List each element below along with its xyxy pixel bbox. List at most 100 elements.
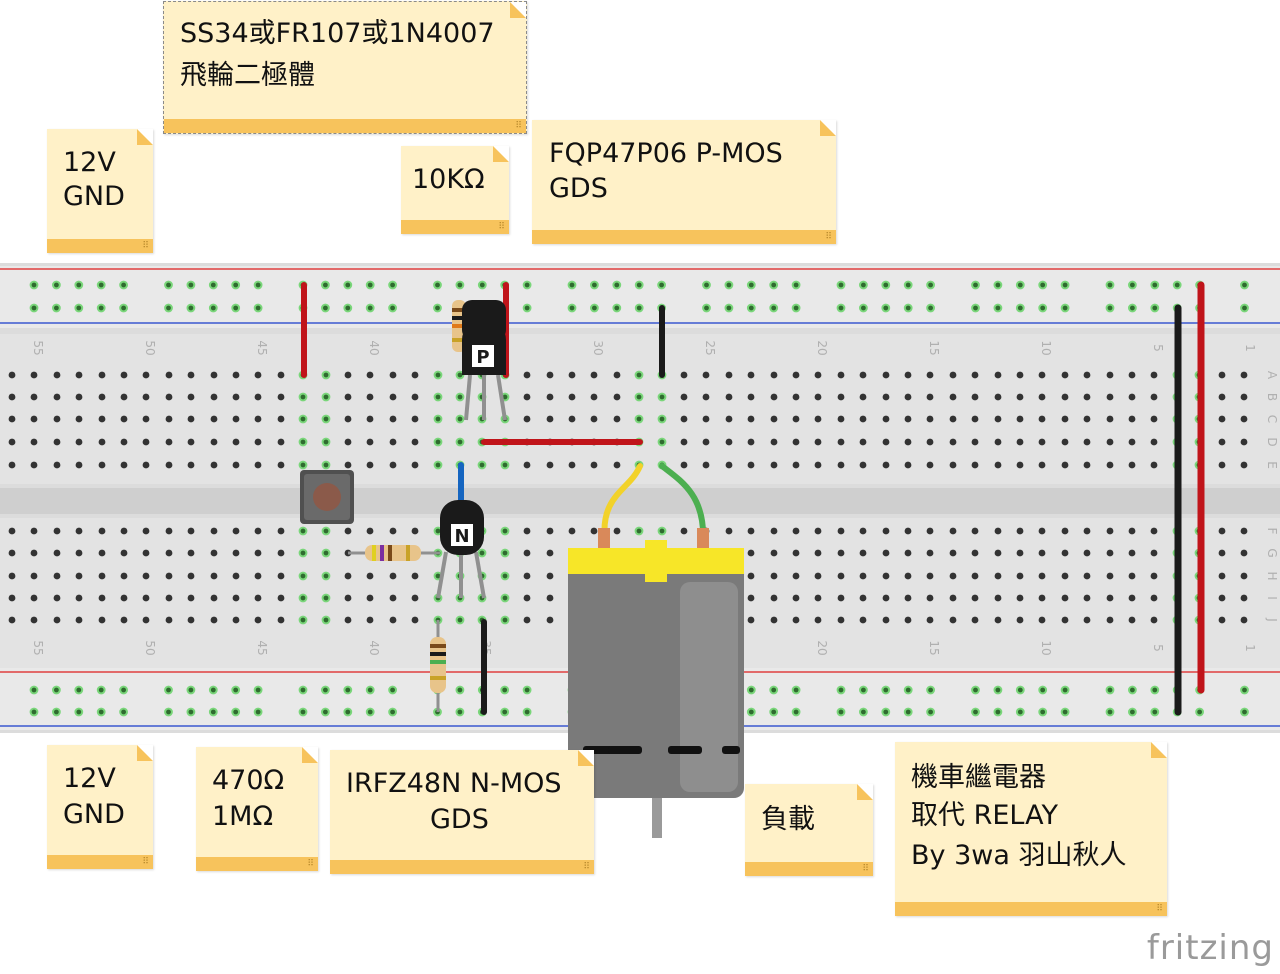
note-fold bbox=[137, 129, 153, 145]
breadboard-hole bbox=[657, 437, 667, 447]
breadboard-hole bbox=[926, 527, 934, 535]
breadboard-hole bbox=[926, 549, 934, 557]
breadboard-hole bbox=[1038, 393, 1046, 401]
breadboard-hole bbox=[837, 549, 845, 557]
note-resize-grip[interactable]: ⠿ bbox=[515, 121, 522, 131]
breadboard-hole bbox=[613, 393, 621, 401]
rail-hole bbox=[881, 280, 891, 290]
breadboard-hole bbox=[98, 371, 106, 379]
breadboard-hole bbox=[75, 572, 83, 580]
note-resize-grip[interactable]: ⠿ bbox=[142, 857, 149, 867]
breadboard-hole bbox=[187, 527, 195, 535]
breadboard-hole bbox=[814, 527, 822, 535]
breadboard-hole bbox=[165, 572, 173, 580]
note-resize-grip[interactable]: ⠿ bbox=[583, 862, 590, 872]
breadboard-hole bbox=[411, 461, 419, 469]
rail-hole bbox=[321, 707, 330, 717]
breadboard-hole bbox=[30, 461, 38, 469]
breadboard-hole bbox=[120, 527, 128, 535]
rail-hole bbox=[96, 707, 106, 717]
breadboard-hole bbox=[1240, 461, 1248, 469]
rail-hole bbox=[971, 685, 980, 695]
rail-hole bbox=[791, 685, 801, 695]
rail-hole bbox=[1195, 707, 1204, 717]
row-letter: F bbox=[1265, 528, 1279, 535]
breadboard-hole bbox=[613, 415, 621, 423]
breadboard-hole bbox=[8, 616, 16, 624]
breadboard-hole bbox=[187, 438, 195, 446]
breadboard-hole bbox=[254, 594, 262, 602]
breadboard-hole bbox=[298, 392, 308, 402]
note-resize-grip[interactable]: ⠿ bbox=[498, 222, 505, 232]
breadboard-hole bbox=[232, 594, 240, 602]
breadboard-hole bbox=[904, 527, 912, 535]
rail-hole bbox=[769, 303, 779, 313]
breadboard-hole bbox=[1106, 461, 1114, 469]
breadboard-hole bbox=[321, 370, 331, 380]
breadboard-hole bbox=[1083, 393, 1091, 401]
breadboard-hole bbox=[994, 616, 1002, 624]
rail-hole bbox=[993, 685, 1003, 695]
breadboard-hole bbox=[680, 371, 688, 379]
breadboard-hole bbox=[546, 616, 554, 624]
note-fold bbox=[578, 750, 594, 766]
breadboard-hole bbox=[882, 594, 890, 602]
breadboard-hole bbox=[634, 370, 644, 380]
breadboard-hole bbox=[814, 415, 822, 423]
rail-hole bbox=[1240, 707, 1249, 717]
row-letter: J bbox=[1265, 617, 1279, 622]
breadboard-hole bbox=[1240, 371, 1248, 379]
rail-hole bbox=[321, 280, 330, 290]
rail-hole bbox=[881, 685, 891, 695]
rail-hole bbox=[208, 707, 218, 717]
rail-hole bbox=[186, 280, 196, 290]
breadboard-hole bbox=[657, 392, 667, 402]
rail-hole bbox=[186, 303, 196, 313]
push-button[interactable] bbox=[300, 470, 354, 524]
breadboard-hole bbox=[1016, 549, 1024, 557]
breadboard-hole bbox=[53, 371, 61, 379]
breadboard-hole bbox=[298, 460, 308, 470]
note-resize-grip[interactable]: ⠿ bbox=[142, 241, 149, 251]
breadboard-hole bbox=[477, 548, 487, 558]
breadboard-hole bbox=[523, 393, 531, 401]
note-resize-grip[interactable]: ⠿ bbox=[1156, 904, 1163, 914]
breadboard-hole bbox=[433, 392, 443, 402]
breadboard-hole bbox=[770, 549, 778, 557]
breadboard-hole bbox=[568, 461, 576, 469]
breadboard-hole bbox=[1218, 415, 1226, 423]
rail-hole bbox=[791, 303, 801, 313]
breadboard-hole bbox=[1083, 549, 1091, 557]
breadboard-hole bbox=[1038, 371, 1046, 379]
note-resize-grip[interactable]: ⠿ bbox=[307, 859, 314, 869]
rail-hole bbox=[859, 707, 868, 717]
breadboard-hole bbox=[366, 393, 374, 401]
rail-hole bbox=[702, 280, 711, 290]
breadboard-hole bbox=[1150, 438, 1158, 446]
breadboard-hole bbox=[971, 438, 979, 446]
breadboard-hole bbox=[837, 572, 845, 580]
column-number: 10 bbox=[1039, 340, 1053, 355]
rail-hole bbox=[253, 280, 263, 290]
breadboard-hole bbox=[1150, 572, 1158, 580]
rail-hole bbox=[859, 685, 868, 695]
rail-hole bbox=[926, 280, 935, 290]
breadboard-hole bbox=[98, 616, 106, 624]
note-resize-grip[interactable]: ⠿ bbox=[862, 864, 869, 874]
note-resize-grip[interactable]: ⠿ bbox=[825, 232, 832, 242]
breadboard-hole bbox=[500, 548, 510, 558]
breadboard-hole bbox=[477, 460, 487, 470]
breadboard-hole bbox=[1016, 371, 1024, 379]
note-bar bbox=[196, 857, 318, 871]
column-number: 5 bbox=[1151, 644, 1165, 652]
breadboard-hole bbox=[613, 527, 621, 535]
note-diode: SS34或FR107或1N4007 飛輪二極體 ⠿ bbox=[163, 1, 527, 134]
breadboard-hole bbox=[98, 415, 106, 423]
breadboard-hole bbox=[747, 527, 755, 535]
breadboard-hole bbox=[389, 616, 397, 624]
note-bar bbox=[164, 119, 526, 133]
breadboard-hole bbox=[411, 371, 419, 379]
breadboard-hole bbox=[814, 438, 822, 446]
rail-hole bbox=[522, 303, 532, 313]
breadboard-hole bbox=[680, 527, 688, 535]
